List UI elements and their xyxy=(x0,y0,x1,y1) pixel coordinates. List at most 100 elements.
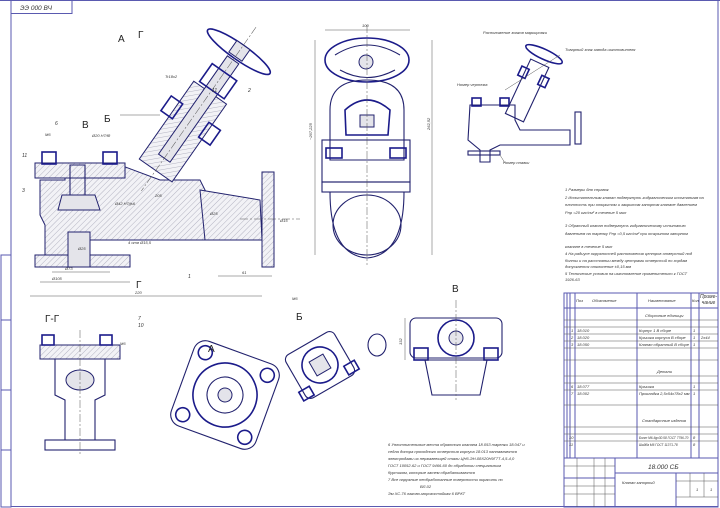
svg-text:8: 8 xyxy=(693,435,696,440)
svg-text:6: 6 xyxy=(571,384,574,389)
note-line: 1926-63 xyxy=(565,277,580,282)
drawing-code: ЭЭ 000 ВЧ xyxy=(20,5,53,12)
svg-text:Болт М6-6gх30.58 ГОСТ 7796-70: Болт М6-6gх30.58 ГОСТ 7796-70 xyxy=(639,436,689,440)
dim-25b: Ø25 xyxy=(77,246,86,251)
marking-trademark: Товарный знак завода изготовителя xyxy=(565,47,636,52)
callout-1: 1 xyxy=(188,274,191,280)
front-view xyxy=(314,25,433,265)
dim-25: Ø25 xyxy=(209,211,218,216)
marking-title: Расположение знаков маркировки xyxy=(483,30,548,35)
section-gg-view xyxy=(39,330,121,455)
note-line: 6 Уплотнительные места обратного клапана… xyxy=(388,442,525,447)
note-line: 1 Размеры для справок xyxy=(565,187,610,192)
view-v-title: В xyxy=(452,284,459,295)
note-line: 5 Технические условия на изготовление пр… xyxy=(565,271,688,276)
header-designation: Обозначение xyxy=(592,298,617,303)
svg-text:Крышка корпуса В сборе: Крышка корпуса В сборе xyxy=(639,335,686,340)
dim-fit2: Ø42 H7/js6 xyxy=(114,201,136,206)
svg-text:1: 1 xyxy=(693,335,695,340)
note-line: 3 Обратный клапан подвергнуть гидравличе… xyxy=(565,223,686,228)
section-g-bottom-label: Г xyxy=(136,280,142,291)
svg-text:1: 1 xyxy=(693,328,695,333)
callout-7: 11 xyxy=(212,88,217,94)
view-a-title: А xyxy=(208,344,215,355)
dim-205: 205 xyxy=(154,193,162,198)
svg-text:Корпус 1 В сборе: Корпус 1 В сборе xyxy=(639,328,672,333)
callout-7b: 11 xyxy=(22,153,27,159)
callout-10: 7 xyxy=(138,316,141,322)
callout-3: 3 xyxy=(22,188,25,194)
svg-text:18.077: 18.077 xyxy=(577,384,590,389)
note-line: Эм ХС-76 лаково-морозостойкая 6 ВРКТ xyxy=(388,491,466,496)
note-line: 7 Все наружные необработанные поверхност… xyxy=(388,477,504,482)
drawing-code-stamp xyxy=(10,0,73,14)
note-line: ГОСТ 10052-62 и ГОСТ 9466-60 до обработк… xyxy=(388,463,501,468)
dim-105: Ø105 xyxy=(51,276,63,281)
note-line: давлением на тарелку Pпр =0,5 кгс/см² пр… xyxy=(565,231,688,236)
title-block-code: 18.000 СБ xyxy=(648,464,679,471)
view-a xyxy=(170,340,280,450)
section-gg-title: Г-Г xyxy=(45,314,60,325)
dim-thread: Tr18x2 xyxy=(165,74,178,79)
dim-267: ~267,225 xyxy=(308,122,313,140)
dim-61: 61 xyxy=(242,270,246,275)
header-name: Наименование xyxy=(648,298,676,303)
header-note: Приме-чание xyxy=(699,294,718,306)
svg-text:11: 11 xyxy=(569,442,573,447)
section-g-label: Г xyxy=(138,30,144,41)
bottom-notes: 6 Уплотнительные места обратного клапана… xyxy=(388,442,525,496)
section-assemblies: Сборочные единицы xyxy=(645,313,684,318)
svg-text:Клапан обратный В сборе: Клапан обратный В сборе xyxy=(639,342,690,347)
marking-drawing-no: Номер чертежа xyxy=(457,82,488,87)
note-line: буртиком, которые затем обрабатываются xyxy=(388,470,476,475)
svg-text:18.010: 18.010 xyxy=(577,328,590,333)
svg-text:18.020: 18.020 xyxy=(577,335,590,340)
note-line: клапане в течение 5 мин xyxy=(565,244,613,249)
specification-table: Поз Обозначение Наименование Кол Сборочн… xyxy=(563,292,719,508)
dim-100: 100 xyxy=(362,23,369,28)
note-line: ВЛ-02 xyxy=(420,484,432,489)
section-standard: Стандартные изделия xyxy=(642,418,687,423)
dim-fit: Ø20 H7/f8 xyxy=(91,133,111,138)
svg-text:2: 2 xyxy=(570,335,574,340)
callout-11: 10 xyxy=(138,323,144,329)
title-block-name: Клапан запорный xyxy=(622,480,655,485)
svg-text:18.002: 18.002 xyxy=(577,391,590,396)
dim-m6: M6 xyxy=(45,132,51,137)
title-block: 18.000 СБ Клапан запорный 1 1 xyxy=(564,458,718,507)
section-parts: Детали xyxy=(656,369,673,374)
svg-text:10: 10 xyxy=(569,435,574,440)
marking-heat-no: Номер плавки xyxy=(503,160,530,165)
svg-text:18.050: 18.050 xyxy=(577,342,590,347)
view-b-label: Б xyxy=(104,114,111,125)
dim-15: Ø15 xyxy=(279,218,288,223)
note-line: 2 Испытательным клапан подвергнуть гидра… xyxy=(564,195,705,200)
note-line: Pпр =20 кгс/см² в течение 5 мин xyxy=(565,210,627,215)
main-section-view xyxy=(30,26,300,297)
view-v xyxy=(404,300,503,400)
view-b-seal xyxy=(367,333,387,357)
svg-text:Крышка: Крышка xyxy=(639,384,655,389)
dim-m6-b: M6 xyxy=(292,296,298,301)
title-block-sheet: 1 xyxy=(696,487,698,492)
svg-text:1: 1 xyxy=(571,328,573,333)
dim-73: Ø73 xyxy=(64,266,73,271)
table-row: 1 18.010 Корпус 1 В сборе 1 xyxy=(571,328,695,333)
dim-m6-gg: M6 xyxy=(120,341,126,346)
dim-262: 262,52 xyxy=(426,117,431,131)
note-line: седла донора проходного отверстия корпус… xyxy=(388,449,518,454)
header-pos: Поз xyxy=(576,298,583,303)
view-b-title: Б xyxy=(296,312,303,323)
header-qty: Кол xyxy=(692,298,699,303)
svg-text:8: 8 xyxy=(693,442,696,447)
left-margin-stamp xyxy=(0,254,12,508)
table-row: 10 Болт М6-6gх30.58 ГОСТ 7796-70 8 xyxy=(569,435,696,440)
svg-text:1: 1 xyxy=(693,391,695,396)
dim-220: 220 xyxy=(134,290,142,295)
